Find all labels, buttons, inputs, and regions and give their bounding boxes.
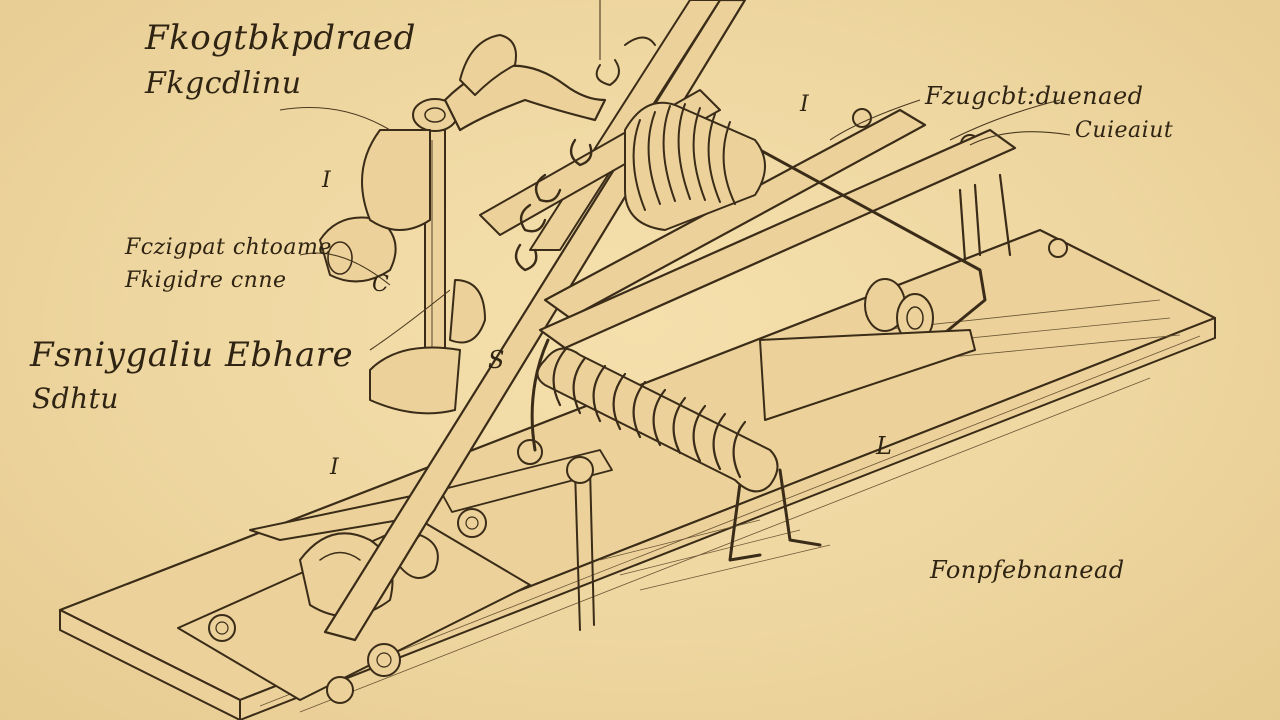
bar-stamp-marks — [514, 36, 656, 272]
annotation-top-right-a: Fzugcbt:duenaed — [925, 82, 1144, 110]
annotation-bottom-right: Fonpfebnanead — [930, 556, 1125, 584]
reference-letter: C — [372, 272, 390, 297]
reference-letter: I — [330, 455, 340, 480]
annotation-mid-left-b: Fkigidre cnne — [125, 268, 287, 293]
pivot-post — [319, 34, 607, 415]
reference-letter: I — [322, 168, 332, 193]
annotation-top-left-sub: Fkgcdlinu — [145, 66, 302, 101]
reference-letter: L — [876, 432, 893, 460]
annotation-top-right-b: Cuieaiut — [1075, 118, 1174, 143]
annotation-big-left-a: Fsniygaliu Ebhare — [30, 335, 354, 375]
main-coil-spring — [536, 347, 779, 493]
upper-coil-spring — [624, 101, 766, 231]
annotation-top-left-title: Fkogtbkpdraed — [145, 18, 416, 58]
reference-letter: I — [800, 92, 810, 117]
annotation-big-left-b: Sdhtu — [32, 382, 119, 415]
screw-heads — [208, 108, 1068, 704]
reference-letter: S — [488, 346, 505, 374]
right-pivot-rollers — [759, 278, 976, 421]
annotation-mid-left-a: Fczigpat chtoame — [125, 235, 332, 260]
leader-lines — [279, 0, 1071, 351]
